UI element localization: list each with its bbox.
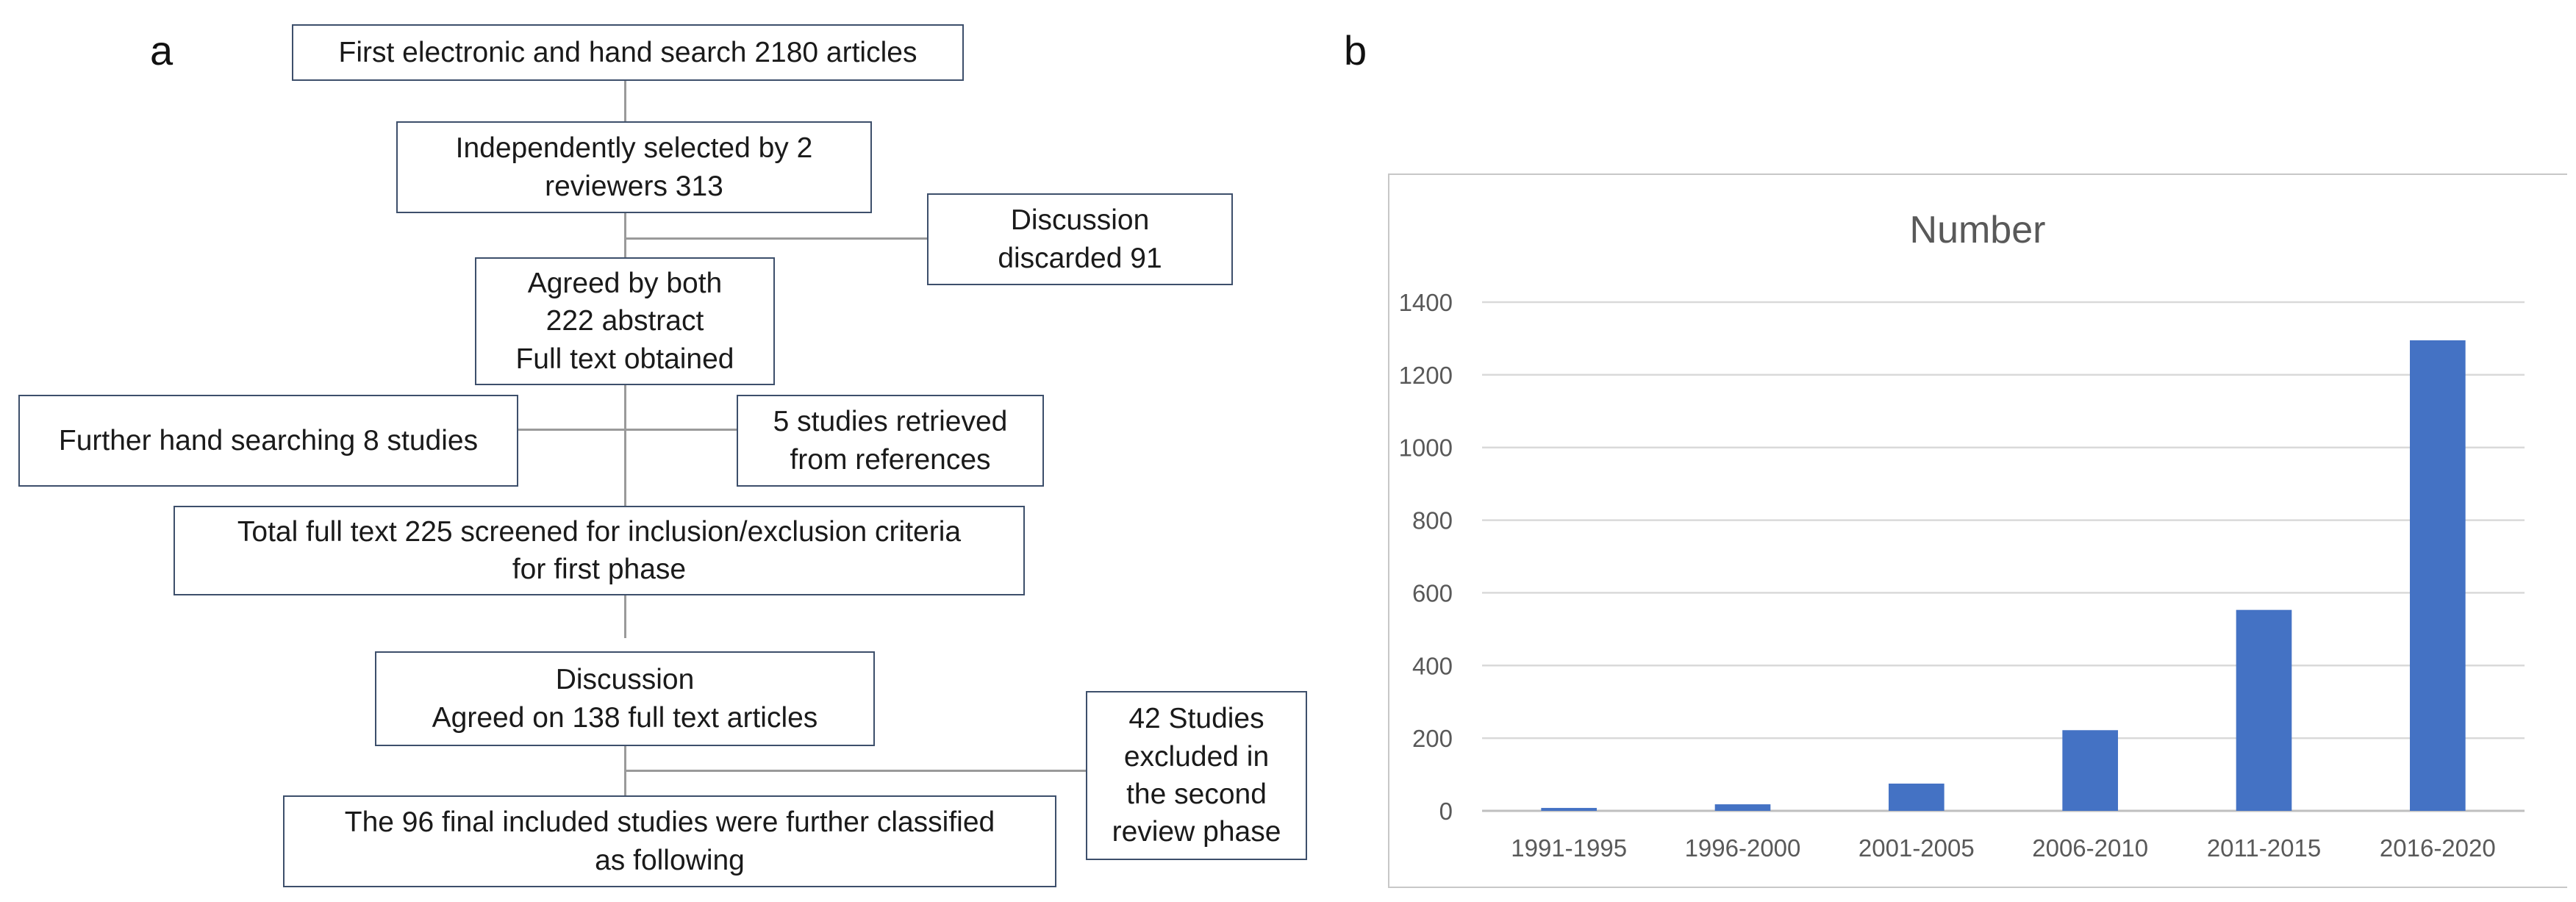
x-tick-label: 2006-2010 xyxy=(2032,834,2148,862)
connector-excluded xyxy=(624,770,1086,772)
y-tick-label: 200 xyxy=(1412,725,1453,752)
bar-chart: Number 0 200 400 600 800 1000 1200 1400 1991-19… xyxy=(1399,209,2525,862)
bar-1991-1995 xyxy=(1541,808,1597,811)
flow-step-search: First electronic and hand search 2180 ar… xyxy=(292,24,964,81)
y-tick-label: 1400 xyxy=(1399,289,1453,316)
x-tick-label: 1996-2000 xyxy=(1685,834,1801,862)
panel-letter-b: b xyxy=(1344,27,1367,74)
x-tick-label: 1991-1995 xyxy=(1511,834,1627,862)
flow-step-selected: Independently selected by 2 reviewers 31… xyxy=(396,121,872,213)
flow-step-discussion-discarded: Discussion discarded 91 xyxy=(927,193,1233,285)
chart-frame xyxy=(1388,173,2567,888)
flow-step-references: 5 studies retrieved from references xyxy=(737,395,1044,487)
x-tick-label: 2001-2005 xyxy=(1858,834,1975,862)
flow-step-discussion-agreed: Discussion Agreed on 138 full text artic… xyxy=(375,651,875,746)
flow-step-excluded: 42 Studies excluded in the second review… xyxy=(1086,691,1307,860)
y-tick-label: 1200 xyxy=(1399,362,1453,389)
y-tick-label: 1000 xyxy=(1399,434,1453,462)
bar-2001-2005 xyxy=(1889,783,1944,811)
x-tick-label: 2016-2020 xyxy=(2380,834,2496,862)
y-tick-label: 600 xyxy=(1412,579,1453,606)
connector-discarded xyxy=(624,237,927,240)
flow-step-final: The 96 final included studies were furth… xyxy=(283,795,1056,887)
chart-title: Number xyxy=(1910,209,2046,251)
bar-2016-2020 xyxy=(2410,340,2466,811)
gridlines xyxy=(1482,301,2525,812)
connector-references xyxy=(624,429,737,431)
y-tick-labels: 0 200 400 600 800 1000 1200 1400 xyxy=(1399,289,1453,825)
flow-step-agreed: Agreed by both 222 abstract Full text ob… xyxy=(475,257,775,385)
y-tick-label: 400 xyxy=(1412,652,1453,679)
x-tick-label: 2011-2015 xyxy=(2207,834,2321,862)
bar-2006-2010 xyxy=(2062,730,2118,811)
y-tick-label: 800 xyxy=(1412,507,1453,534)
bars xyxy=(1541,340,2466,811)
bar-1996-2000 xyxy=(1714,804,1771,811)
y-tick-label: 0 xyxy=(1439,798,1453,825)
x-tick-labels: 1991-1995 1996-2000 2001-2005 2006-2010 2011… xyxy=(1511,834,2495,862)
bar-2011-2015 xyxy=(2236,609,2292,811)
flowchart-panel: a First electronic and hand search 2180 … xyxy=(18,24,1307,887)
chart-panel: b Number 0 200 400 600 800 1000 1200 1400 1991-… xyxy=(1338,0,2576,902)
flow-step-hand-search: Further hand searching 8 studies xyxy=(18,395,518,487)
panel-letter-a: a xyxy=(150,27,173,74)
flow-step-total: Total full text 225 screened for inclusi… xyxy=(173,506,1025,595)
